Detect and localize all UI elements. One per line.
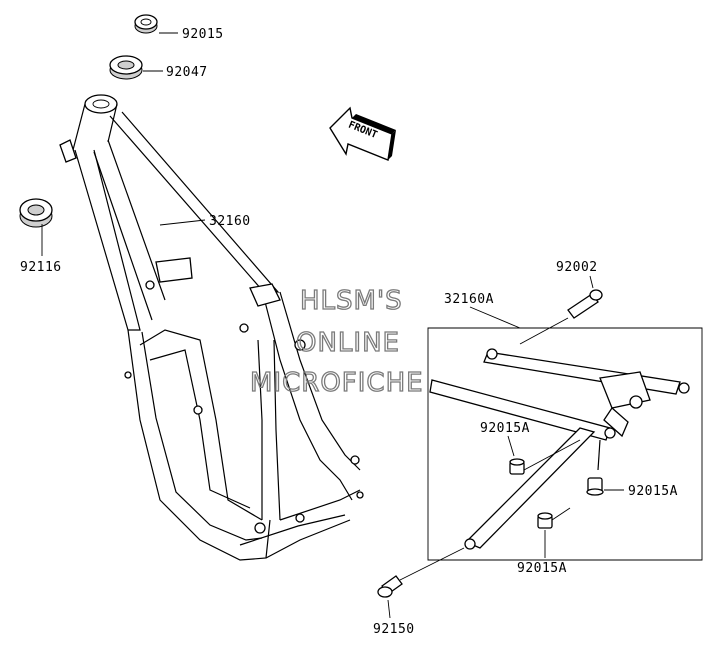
bolt-92015A-right[interactable] bbox=[586, 477, 604, 496]
part-92015-nut[interactable] bbox=[134, 14, 158, 34]
label-92015A-bottom: 92015A bbox=[517, 561, 567, 576]
label-92047: 92047 bbox=[166, 65, 208, 80]
label-92015A-left: 92015A bbox=[480, 421, 530, 436]
watermark: HLSM'S ONLINE MICROFICHE bbox=[249, 285, 424, 398]
label-92150: 92150 bbox=[373, 622, 415, 637]
bolt-92015A-left[interactable] bbox=[509, 458, 525, 475]
label-92015A-right: 92015A bbox=[628, 484, 678, 499]
front-direction-arrow: FRONT bbox=[329, 106, 396, 161]
label-92002: 92002 bbox=[556, 260, 598, 275]
bolt-92002[interactable] bbox=[567, 289, 603, 319]
watermark-line3: MICROFICHE bbox=[250, 368, 424, 398]
label-32160A: 32160A bbox=[444, 292, 494, 307]
bolt-92150[interactable] bbox=[377, 575, 403, 598]
main-frame-32160[interactable] bbox=[59, 94, 364, 561]
watermark-line2: ONLINE bbox=[296, 328, 400, 358]
watermark-line1: HLSM'S bbox=[300, 286, 403, 316]
label-92116: 92116 bbox=[20, 260, 62, 275]
part-92116-bearing[interactable] bbox=[19, 198, 53, 228]
bolt-92015A-bottom[interactable] bbox=[537, 512, 553, 529]
subframe-32160A[interactable] bbox=[429, 348, 690, 550]
label-32160: 32160 bbox=[209, 214, 251, 229]
part-92047-bearing[interactable] bbox=[109, 55, 143, 80]
subframe-detail-box bbox=[427, 327, 703, 561]
label-92015: 92015 bbox=[182, 27, 224, 42]
